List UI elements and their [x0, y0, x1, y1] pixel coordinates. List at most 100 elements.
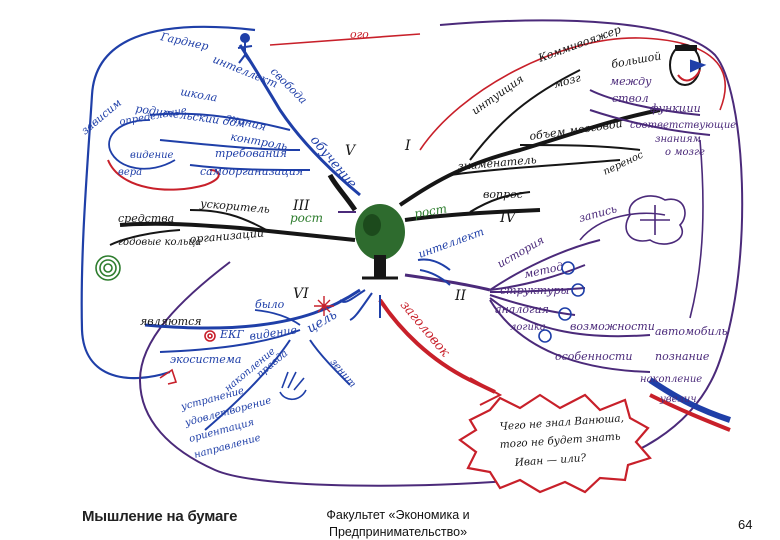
label-sredstva: средства	[118, 212, 174, 225]
branch-vvedenie	[398, 108, 661, 207]
label-uskoritel: ускоритель	[199, 197, 271, 216]
numbered-circles	[538, 261, 585, 343]
spark-icon	[314, 296, 334, 316]
label-vera: вера	[118, 167, 142, 178]
label-mozg: мозг	[552, 71, 582, 91]
label-mezhdu: между	[610, 75, 652, 88]
target-icon	[204, 330, 216, 342]
branch-ustranenie	[204, 339, 291, 431]
label-rost-left: рост	[290, 211, 323, 225]
label-nakoplenie: накопление	[640, 374, 702, 385]
branch-vopros	[469, 191, 531, 213]
label-videnie-top: видение	[130, 150, 174, 161]
branch-rost-left	[119, 221, 356, 242]
branch-znamenatel	[449, 159, 621, 176]
numeral-ii: II	[454, 288, 467, 304]
branch-zenit	[309, 339, 351, 386]
branch-funktsii	[589, 109, 711, 136]
outer-blue-loop	[80, 25, 256, 380]
label-zavisim: зависим	[79, 96, 124, 137]
label-vozmozhnosti: возможности	[570, 320, 655, 333]
mind-map-illustration: Гарднер интеллект свобода обучение школа…	[79, 19, 744, 494]
label-zenit: зенит	[328, 357, 358, 390]
branch-analogiya	[489, 294, 576, 316]
person-icon	[237, 33, 253, 64]
label-yavlyayutsya: являются	[140, 315, 202, 328]
label-vopros: вопрос	[483, 188, 523, 201]
speech-bubble	[458, 393, 652, 494]
label-intellect-right: интеллект	[417, 225, 486, 261]
branch-struktury	[489, 287, 586, 293]
branch-zapis	[579, 212, 666, 241]
label-tsel: цель	[305, 307, 340, 336]
red-flag-icon	[159, 368, 178, 385]
page-number: 64	[738, 517, 753, 532]
branch-obem	[519, 144, 641, 151]
branch-samoorg	[189, 164, 311, 171]
tree-rings-icon	[95, 255, 121, 281]
branch-vozmozhnosti	[489, 297, 651, 338]
label-analogiya: аналогия	[495, 303, 549, 316]
branch-ii	[404, 273, 491, 292]
numeral-vi: VI	[293, 286, 309, 302]
bubble-line-3: Иван — или?	[513, 452, 586, 469]
hand-icon	[279, 371, 307, 401]
branch-osobennosti	[489, 299, 651, 373]
label-organizatsiy: организаций	[189, 227, 264, 246]
label-rost-right: рост	[413, 201, 448, 221]
label-obem-mozgovoy: объем мозговой	[529, 117, 624, 143]
label-shkola: школа	[179, 85, 218, 104]
label-ekg: ЕКГ	[219, 328, 245, 341]
label-znaniyam: знаниям	[655, 134, 701, 145]
label-perenos: перенос	[602, 149, 646, 177]
branch-intuitsiya	[469, 69, 581, 161]
arrow-zagolovok	[469, 377, 503, 406]
center-right-splay	[417, 258, 451, 286]
label-sootvetstvuyushchie: соответствующие	[630, 120, 736, 131]
label-poznanie: познание	[655, 350, 710, 363]
wedge-red	[649, 393, 731, 432]
arrow-ogo	[269, 33, 421, 46]
label-zapis: запись	[577, 202, 618, 225]
label-metod: метод	[523, 260, 565, 281]
branch-istoriya	[489, 239, 601, 291]
label-samoorganizatsiya: самоорганизация	[200, 165, 303, 178]
wedge-uvelich	[648, 377, 731, 423]
label-o-mozge: о мозге	[665, 147, 705, 158]
label-bylo: было	[255, 298, 285, 311]
branch-v-thick	[327, 173, 358, 212]
label-bolshoy: большой	[610, 49, 662, 71]
label-struktury: структуры	[500, 284, 569, 297]
numeral-iii: III	[292, 198, 310, 214]
crosshair-cloud-icon	[625, 195, 686, 245]
branch-stvol	[589, 89, 701, 116]
label-stvol: ствол	[612, 92, 649, 105]
label-trebovaniya: требования	[215, 147, 287, 160]
branch-ekosistema	[159, 329, 301, 353]
label-gardner: Гарднер	[158, 30, 209, 53]
branch-godovye	[109, 229, 181, 246]
branch-bylo	[254, 309, 301, 326]
footer-faculty: Факультет «Экономика и Предпринимательст…	[298, 507, 498, 540]
label-avtomobil: автомобиль	[655, 325, 728, 338]
branch-uskoritel	[189, 209, 271, 233]
numeral-v: V	[345, 143, 357, 159]
footer-line-2: Предпринимательство»	[328, 525, 468, 539]
label-znaniya: знания	[224, 110, 267, 133]
red-loop-top	[419, 37, 726, 151]
label-godovye-koltsa: годовые кольца	[118, 237, 201, 248]
label-logika: логика	[510, 322, 546, 333]
branch-shkola	[149, 112, 291, 131]
loop-vera	[108, 119, 176, 170]
numeral-i: I	[404, 138, 411, 154]
branch-znaniya	[159, 139, 301, 151]
label-ekosistema: экосистема	[170, 353, 241, 366]
label-intuitsiya: интуиция	[469, 72, 526, 117]
branch-metod	[489, 264, 586, 291]
red-cloud-vera	[107, 159, 220, 191]
footer-line-1: Факультет «Экономика и	[326, 508, 470, 522]
label-osobennosti: особенности	[555, 350, 632, 363]
purple-arrow-right	[689, 139, 704, 319]
tree-icon	[355, 204, 405, 280]
